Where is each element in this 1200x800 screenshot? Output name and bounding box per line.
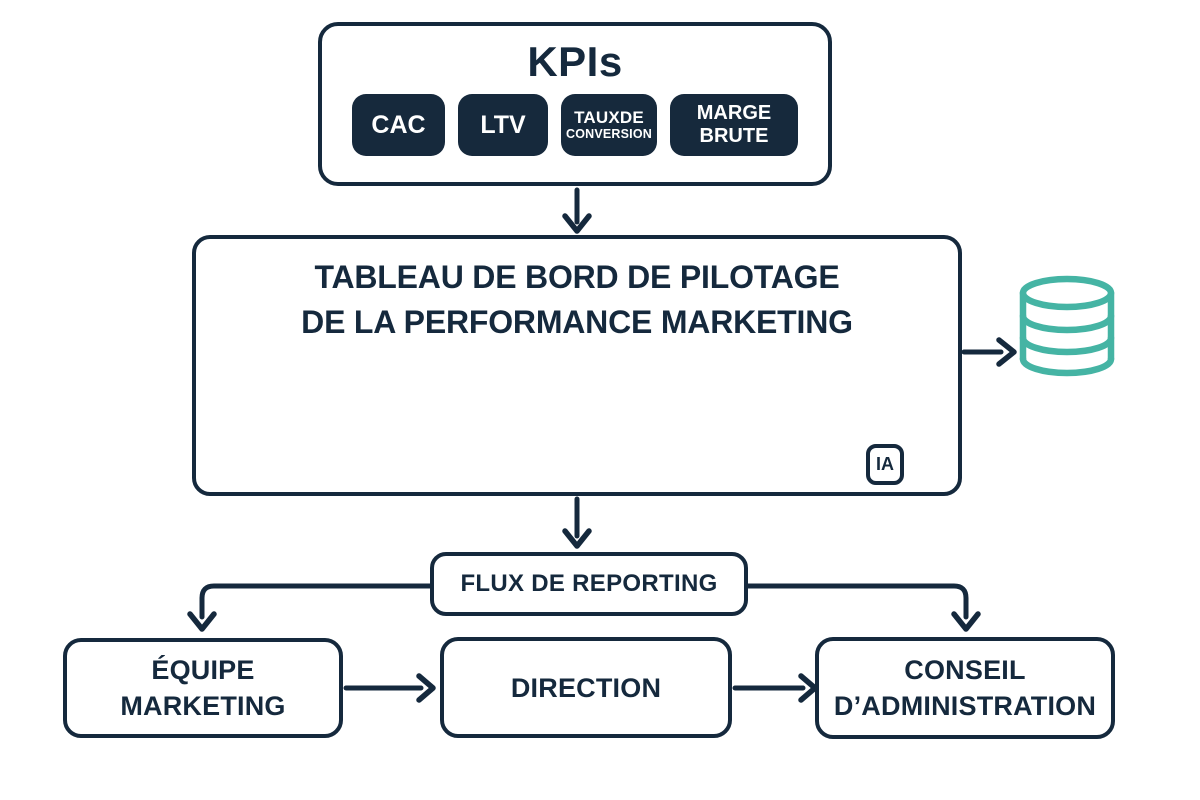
direction-box: DIRECTION <box>440 637 732 738</box>
kpi-pill-row: CAC LTV TAUXDE CONVERSION MARGE BRUTE <box>352 94 798 156</box>
ia-badge: IA <box>866 444 904 485</box>
reporting-flow-box: FLUX DE REPORTING <box>430 552 748 616</box>
board-line1: CONSEIL <box>904 655 1026 685</box>
board-of-directors-box: CONSEIL D’ADMINISTRATION <box>815 637 1115 739</box>
board-line2: D’ADMINISTRATION <box>833 691 1097 721</box>
reporting-to-marketing-connector <box>187 583 433 632</box>
dashboard-title-line2: DE LA PERFORMANCE MARKETING <box>301 304 853 340</box>
kpis-to-dashboard-arrow <box>562 187 592 234</box>
marketing-team-box: ÉQUIPE MARKETING <box>63 638 343 738</box>
reporting-to-board-connector <box>745 583 981 632</box>
kpi-pill-marge-brute: MARGE BRUTE <box>670 94 798 156</box>
database-icon <box>1019 275 1115 377</box>
kpi-pill-label: MARGE <box>696 102 772 124</box>
dashboard-box: TABLEAU DE BORD DE PILOTAGE DE LA PERFOR… <box>192 235 962 496</box>
marketing-to-direction-arrow <box>343 673 436 703</box>
kpis-title: KPIs <box>527 38 623 85</box>
kpi-pill-label: LTV <box>480 110 526 139</box>
kpi-pill-ltv: LTV <box>458 94 548 156</box>
direction-to-board-arrow <box>732 673 818 703</box>
kpis-box: KPIs CAC LTV TAUXDE CONVERSION MARGE BRU… <box>318 22 832 186</box>
dashboard-to-database-arrow <box>961 337 1017 367</box>
marketing-team-line2: MARKETING <box>120 691 286 721</box>
kpi-pill-cac: CAC <box>352 94 445 156</box>
dashboard-to-reporting-arrow <box>562 496 592 549</box>
marketing-team-line1: ÉQUIPE <box>151 655 255 685</box>
kpi-pill-taux-conversion: TAUXDE CONVERSION <box>561 94 657 156</box>
kpi-pill-label-line2: CONVERSION <box>565 127 653 142</box>
kpi-pill-label-line2: BRUTE <box>699 125 769 147</box>
kpi-pill-label: TAUXDE <box>574 107 644 127</box>
dashboard-title-line1: TABLEAU DE BORD DE PILOTAGE <box>314 259 840 295</box>
kpi-pill-label: CAC <box>371 110 426 139</box>
